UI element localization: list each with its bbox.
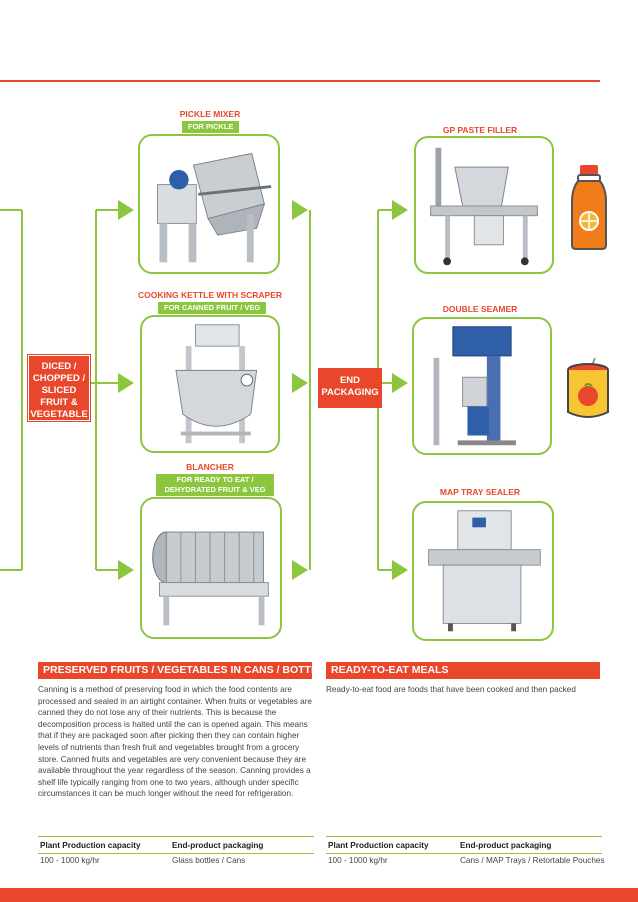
pickle-mixer-image (138, 134, 280, 274)
cooking-kettle-subtitle: FOR CANNED FRUIT / VEG (158, 302, 267, 314)
cooking-kettle-illustration (175, 324, 258, 444)
section-preserved-body: Canning is a method of preserving food i… (38, 685, 312, 799)
section-ready-body: Ready-to-eat food are foods that have be… (326, 685, 576, 694)
arrow-icon (292, 560, 308, 580)
section-ready-title: READY-TO-EAT MEALS (326, 662, 600, 679)
arrow-icon (392, 373, 408, 393)
blancher-title: BLANCHER (186, 462, 234, 472)
spec-packaging-value: Cans / MAP Trays / Retortable Pouches (460, 856, 605, 865)
can-icon (567, 357, 609, 418)
double-seamer-title: DOUBLE SEAMER (442, 304, 518, 314)
process-flow: DICED / CHOPPED / SLICED FRUIT & VEGETAB… (0, 109, 609, 641)
cooking-kettle-image (140, 315, 280, 453)
spec-packaging-value: Glass bottles / Cans (172, 856, 246, 865)
blancher-image (140, 497, 282, 639)
arrow-icon (392, 560, 408, 580)
cooking-kettle-title: COOKING KETTLE WITH SCRAPER (137, 290, 283, 300)
map-tray-sealer-illustration (428, 510, 541, 632)
flow-connectors (0, 200, 408, 580)
arrow-icon (392, 200, 408, 220)
arrow-icon (292, 200, 308, 220)
arrow-icon (118, 373, 134, 393)
spec-capacity-value: 100 - 1000 kg/hr (328, 856, 388, 865)
pickle-mixer-illustration (157, 152, 272, 263)
double-seamer-illustration (433, 326, 516, 446)
map-tray-sealer-title: MAP TRAY SEALER (439, 487, 521, 497)
spec-capacity-label: Plant Production capacity (328, 841, 429, 850)
section-preserved-title: PRESERVED FRUITS / VEGETABLES IN CANS / … (38, 662, 331, 679)
spec-packaging-label: End-product packaging (460, 841, 552, 850)
arrow-icon (118, 200, 134, 220)
bottle-icon (571, 165, 607, 250)
spec-packaging-label: End-product packaging (172, 841, 264, 850)
paste-filler-illustration (430, 147, 538, 266)
pickle-mixer-subtitle: FOR PICKLE (182, 121, 240, 133)
paste-filler-image (414, 136, 554, 274)
spec-capacity-label: Plant Production capacity (40, 841, 141, 850)
spec-capacity-value: 100 - 1000 kg/hr (40, 856, 100, 865)
pickle-mixer-title: PICKLE MIXER (179, 109, 241, 119)
bottom-bar (0, 888, 638, 902)
source-material-box: DICED / CHOPPED / SLICED FRUIT & VEGETAB… (27, 354, 91, 422)
double-seamer-image (412, 317, 552, 455)
blancher-illustration (152, 531, 269, 626)
top-rule (0, 80, 600, 82)
blancher-subtitle: FOR READY TO EAT / DEHYDRATED FRUIT & VE… (156, 474, 274, 496)
arrow-icon (118, 560, 134, 580)
arrow-icon (292, 373, 308, 393)
paste-filler-title: GP PASTE FILLER (442, 125, 518, 135)
map-tray-sealer-image (412, 501, 554, 641)
end-packaging-box: END PACKAGING (318, 368, 382, 408)
